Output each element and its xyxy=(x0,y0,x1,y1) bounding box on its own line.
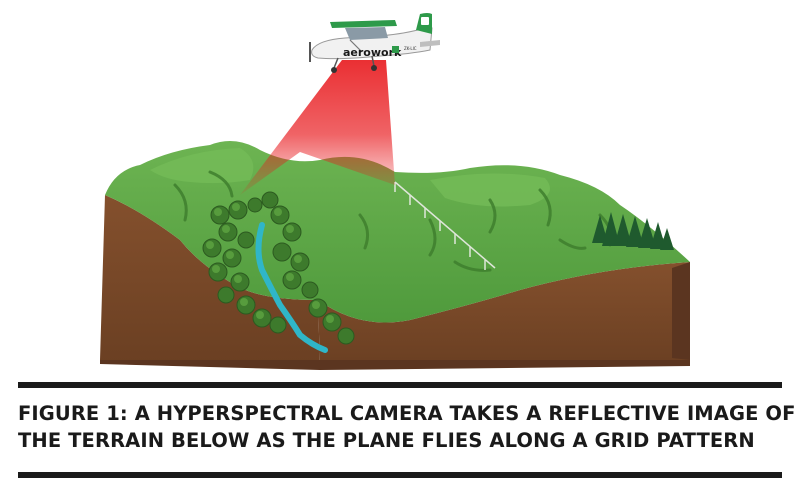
terrain-diagram: aerowork ZK-LIC xyxy=(100,13,690,370)
camera-beam xyxy=(240,60,395,195)
aircraft-icon: aerowork ZK-LIC xyxy=(309,13,440,73)
caption-line-2: THE TERRAIN BELOW AS THE PLANE FLIES ALO… xyxy=(18,429,755,452)
aircraft-brand: aerowork xyxy=(343,46,402,59)
caption-rule-bottom xyxy=(18,472,782,478)
aircraft-registration: ZK-LIC xyxy=(404,46,417,51)
caption-line-1: FIGURE 1: A HYPERSPECTRAL CAMERA TAKES A… xyxy=(18,402,796,425)
stream xyxy=(255,222,328,353)
caption-rule-top xyxy=(18,382,782,388)
figure-caption: FIGURE 1: A HYPERSPECTRAL CAMERA TAKES A… xyxy=(18,400,796,454)
shrub-highlights xyxy=(206,203,334,323)
pine-trees xyxy=(592,212,674,250)
fence-line xyxy=(394,181,496,270)
